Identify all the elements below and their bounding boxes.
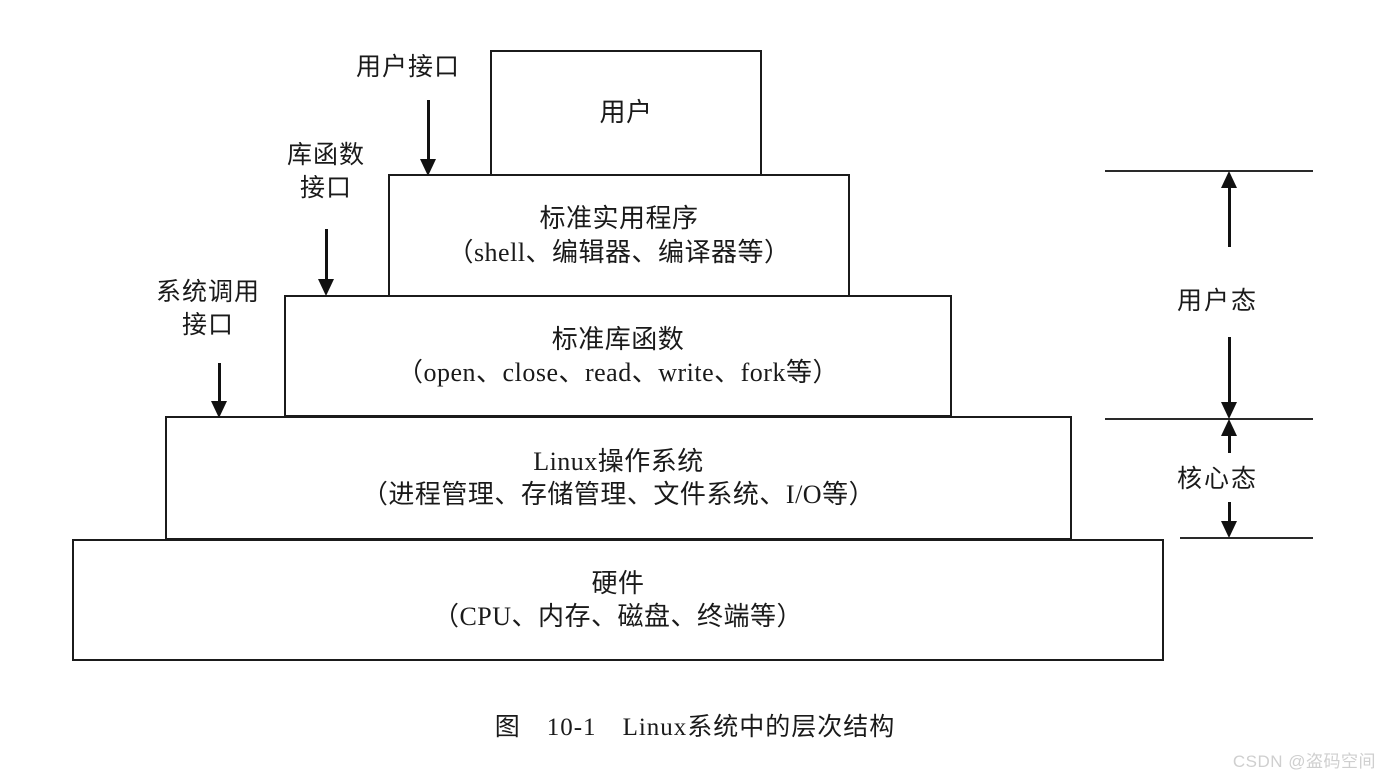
- arrow-system-call-interface: [210, 363, 228, 418]
- layer-box-hardware: 硬件 （CPU、内存、磁盘、终端等）: [72, 539, 1164, 661]
- label-system-call-line-1: 系统调用: [155, 279, 260, 306]
- label-library-function-interface: 库函数 接口: [252, 140, 400, 205]
- layer-library-line-2: （open、close、read、write、fork等）: [397, 358, 839, 387]
- label-system-call-line-2: 接口: [181, 311, 234, 339]
- layer-box-user: 用户: [490, 50, 762, 176]
- figure-caption: 图 10-1 Linux系统中的层次结构: [0, 707, 1390, 743]
- label-library-interface-line-2: 接口: [299, 174, 352, 202]
- mode-label-kernel-mode: 核心态: [1177, 466, 1259, 493]
- caption-text: Linux系统中的层次结构: [622, 714, 896, 741]
- arrow-user-mode-down: [1220, 337, 1238, 419]
- csdn-watermark: CSDN @盗码空间: [1232, 752, 1376, 771]
- label-user-interface: 用户接口: [338, 52, 478, 85]
- layer-hardware-line-2: （CPU、内存、磁盘、终端等）: [432, 602, 804, 631]
- mode-rule-top: [1105, 170, 1313, 172]
- caption-figure-word: 图: [494, 714, 521, 741]
- arrow-kernel-mode-down: [1220, 502, 1238, 538]
- label-library-interface-line-1: 库函数: [286, 142, 365, 169]
- mode-rule-middle: [1105, 418, 1313, 420]
- mode-label-user-mode: 用户态: [1177, 288, 1259, 315]
- label-system-call-interface: 系统调用 接口: [128, 277, 288, 342]
- layer-os-line-2: （进程管理、存储管理、文件系统、I/O等）: [361, 480, 876, 509]
- arrow-user-mode-up: [1220, 171, 1238, 247]
- layer-hardware-line-1: 硬件: [591, 568, 645, 598]
- layer-box-linux-operating-system: Linux操作系统 （进程管理、存储管理、文件系统、I/O等）: [165, 416, 1072, 540]
- layer-utilities-line-2: （shell、编辑器、编译器等）: [447, 237, 791, 267]
- mode-rule-bottom: [1180, 537, 1313, 539]
- layer-os-line-1: Linux操作系统: [533, 446, 704, 476]
- layer-box-standard-library-functions: 标准库函数 （open、close、read、write、fork等）: [284, 295, 952, 417]
- arrow-library-function-interface: [317, 229, 335, 296]
- arrow-kernel-mode-up: [1220, 419, 1238, 453]
- caption-number: 10-1: [546, 714, 597, 741]
- layer-user-line-1: 用户: [599, 98, 653, 128]
- arrow-user-interface: [419, 100, 437, 176]
- layer-library-line-1: 标准库函数: [551, 324, 685, 354]
- layer-utilities-line-1: 标准实用程序: [539, 204, 699, 234]
- label-user-interface-line-1: 用户接口: [355, 54, 460, 81]
- layer-box-standard-utilities: 标准实用程序 （shell、编辑器、编译器等）: [388, 174, 850, 297]
